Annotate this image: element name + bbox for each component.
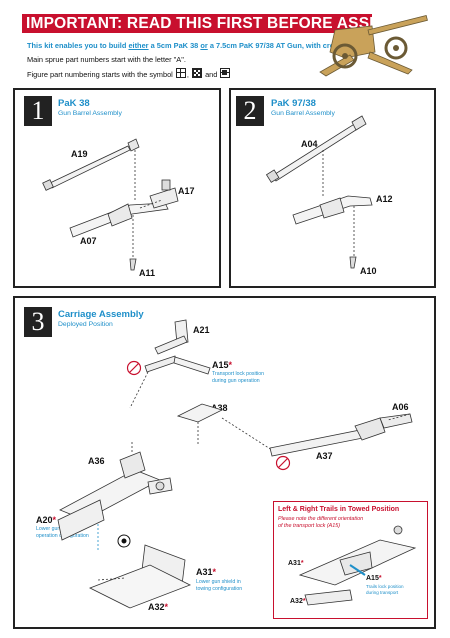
part-a31-label: A31* xyxy=(196,567,216,577)
inset-part-a15-asterisk: * xyxy=(378,575,382,582)
inset-a15-note-line-2: during transport xyxy=(366,589,399,595)
inset-part-a32-text: A32 xyxy=(290,598,303,605)
part-a15-label: A15* xyxy=(212,360,232,370)
part-a15-text: A15 xyxy=(212,360,229,370)
inset-part-a15-text: A15 xyxy=(366,575,379,582)
sprue-note: Main sprue part numbers start with the l… xyxy=(27,55,186,64)
figure-note: Figure part numbering starts with the sy… xyxy=(27,68,231,79)
inset-part-a15-label: A15* xyxy=(366,575,382,582)
a31-note-line-1: Lower gun shield in xyxy=(196,579,241,585)
part-a10-label: A10 xyxy=(360,266,377,276)
step-1-number: 1 xyxy=(24,96,52,126)
step-1-subtitle: Gun Barrel Assembly xyxy=(58,110,122,117)
figure-note-comma: , xyxy=(186,70,189,79)
inset-part-a32-label: A32* xyxy=(290,598,306,605)
step-3-subtitle: Deployed Position xyxy=(58,321,113,328)
figure-note-pre: Figure part numbering starts with the sy… xyxy=(27,70,175,79)
inset-part-a31-text: A31 xyxy=(288,560,301,567)
step-2-number: 2 xyxy=(236,96,264,126)
step-2-title: PaK 97/38 xyxy=(271,98,316,109)
inset-part-a32-asterisk: * xyxy=(302,598,306,605)
part-a15-asterisk: * xyxy=(228,360,233,370)
inset-note-line-2: of the transport lock (A15) xyxy=(278,522,341,529)
inset-part-a31-asterisk: * xyxy=(300,560,304,567)
a20-note-line-2: operation configuration xyxy=(36,532,89,539)
step-3-title: Carriage Assembly xyxy=(58,309,144,320)
part-a37-label: A37 xyxy=(316,451,333,461)
part-a20-label: A20* xyxy=(36,515,56,525)
part-a20-asterisk: * xyxy=(52,515,57,525)
inset-title: Left & Right Trails in Towed Position xyxy=(278,506,400,513)
part-a06-label: A06 xyxy=(392,402,409,412)
part-a07-label: A07 xyxy=(80,236,97,246)
step-3-number: 3 xyxy=(24,307,52,337)
figure-note-and: and xyxy=(205,70,218,79)
a15-note-line-2: during gun operation xyxy=(212,377,260,384)
a20-note-line-1: Lower gun shield in xyxy=(36,526,81,532)
inset-a15-note-line-1: Trails lock position xyxy=(366,584,404,589)
grid-symbol-icon xyxy=(175,68,186,78)
a15-note-line-1: Transport lock position xyxy=(212,371,264,377)
part-a19-label: A19 xyxy=(71,149,88,159)
step-1-title: PaK 38 xyxy=(58,98,90,109)
inset-part-a31-label: A31* xyxy=(288,560,304,567)
part-a11-label: A11 xyxy=(139,268,156,278)
part-a32-asterisk: * xyxy=(164,602,169,612)
intro-pre: This kit enables you to build xyxy=(27,41,129,50)
intro-mid: a 5cm PaK 38 xyxy=(148,41,201,50)
part-a20-text: A20 xyxy=(36,515,53,525)
part-a21-label: A21 xyxy=(193,325,210,335)
part-a32-text: A32 xyxy=(148,602,165,612)
part-a31-text: A31 xyxy=(196,567,213,577)
inset-note-line-1: Please note the different orientation xyxy=(278,516,364,522)
part-a12-label: A12 xyxy=(376,194,393,204)
part-a38-label: A38 xyxy=(211,403,228,413)
part-a04-label: A04 xyxy=(301,139,318,149)
intro-either: either xyxy=(128,41,149,50)
dice-symbol-icon xyxy=(192,68,202,78)
intro-or: or xyxy=(200,41,208,50)
part-a31-asterisk: * xyxy=(212,567,217,577)
part-a36-label: A36 xyxy=(88,456,105,466)
step-2-subtitle: Gun Barrel Assembly xyxy=(271,110,335,117)
intro-post: a 7.5cm PaK 97/38 AT Gun, with crew. xyxy=(207,41,342,50)
a31-note-line-2: towing configuration xyxy=(196,585,243,592)
page-title: IMPORTANT: READ THIS FIRST BEFORE ASSEMB… xyxy=(22,14,372,33)
grid-square-symbol-icon xyxy=(220,68,231,78)
intro-text: This kit enables you to build either a 5… xyxy=(27,41,341,50)
part-a32-label: A32* xyxy=(148,602,168,612)
part-a17-label: A17 xyxy=(178,186,195,196)
